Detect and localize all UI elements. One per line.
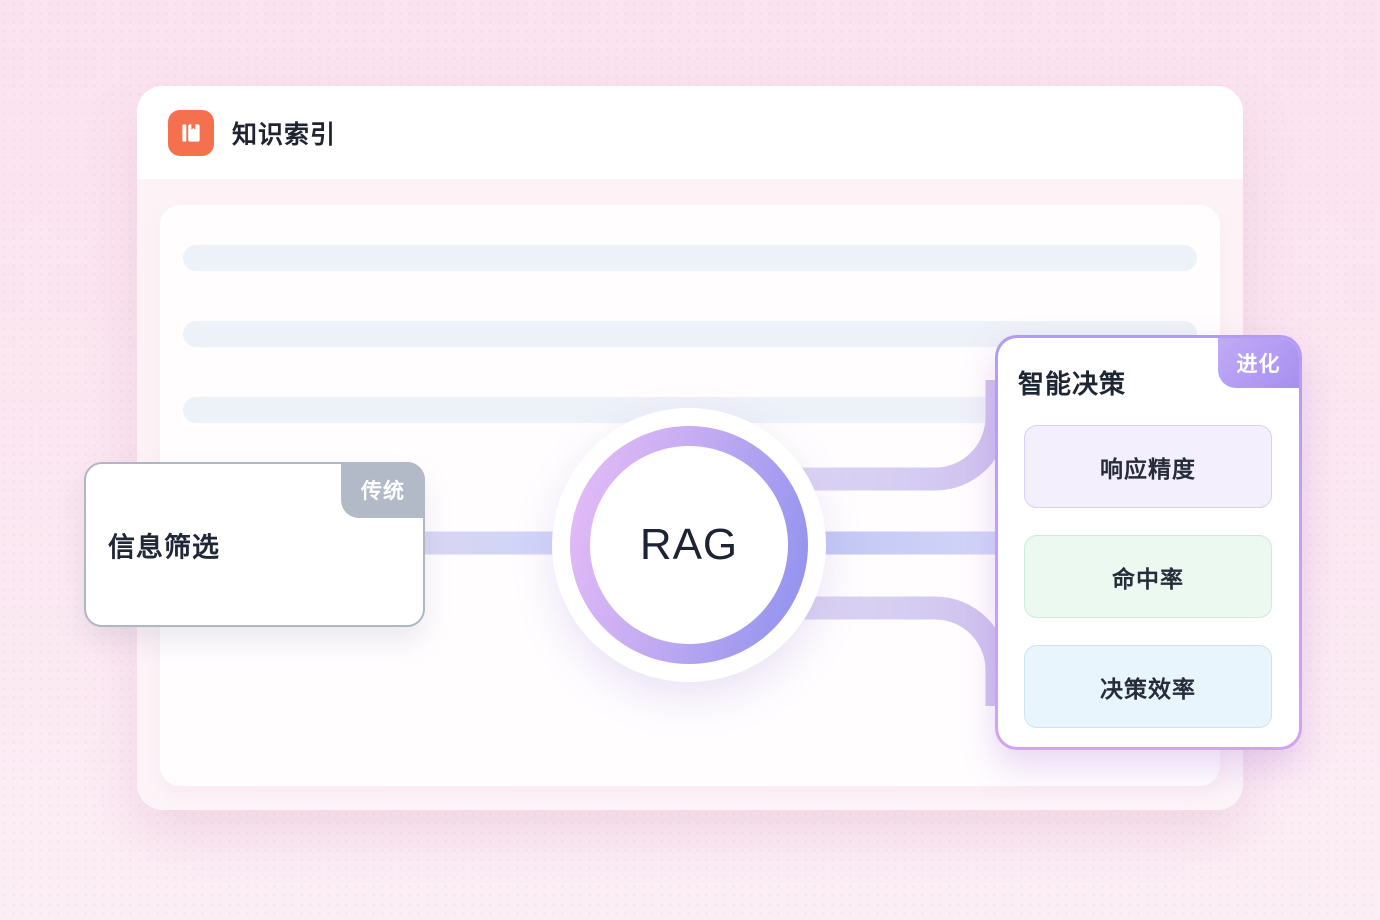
intelligent-decision-card-body: 智能决策 进化 响应精度 命中率 决策效率 bbox=[998, 338, 1299, 747]
intelligent-decision-card: 智能决策 进化 响应精度 命中率 决策效率 bbox=[995, 335, 1302, 750]
page-title: 知识索引 bbox=[232, 120, 337, 149]
metric-response-precision: 响应精度 bbox=[1024, 425, 1272, 508]
app-header: 知识索引 bbox=[137, 86, 1243, 179]
traditional-card-title: 信息筛选 bbox=[108, 532, 220, 562]
rag-hub-ring: RAG bbox=[570, 426, 808, 664]
book-icon bbox=[168, 109, 214, 156]
traditional-badge: 传统 bbox=[341, 462, 425, 518]
metric-decision-efficiency: 决策效率 bbox=[1024, 645, 1272, 728]
skeleton-bar bbox=[183, 245, 1197, 271]
rag-hub: RAG bbox=[552, 408, 826, 682]
rag-hub-core: RAG bbox=[590, 446, 788, 644]
rag-hub-label: RAG bbox=[639, 520, 739, 569]
evolved-badge: 进化 bbox=[1218, 338, 1299, 388]
metric-hit-rate: 命中率 bbox=[1024, 535, 1272, 618]
traditional-card: 信息筛选 传统 bbox=[84, 462, 425, 627]
intelligent-decision-title: 智能决策 bbox=[1018, 369, 1127, 399]
